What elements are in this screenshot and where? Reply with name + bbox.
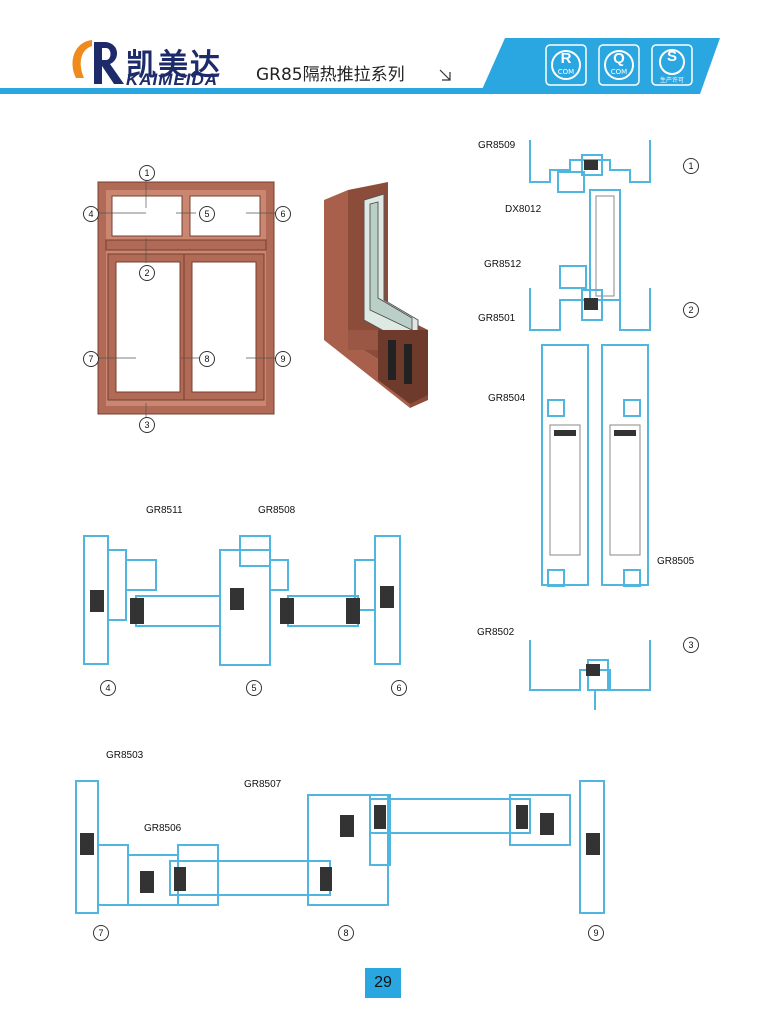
vertical-marker-1: 1 (683, 158, 699, 174)
marker-7: 7 (83, 351, 99, 367)
marker-6: 6 (275, 206, 291, 222)
profile-cutaway-render (324, 182, 428, 408)
marker-8: 8 (199, 351, 215, 367)
label-gr8501: GR8501 (478, 313, 516, 324)
transom-horizontal-section-drawing (83, 535, 401, 666)
window-elevation-drawing (96, 178, 276, 418)
s-license-icon (651, 44, 693, 86)
label-gr8512: GR8512 (484, 259, 522, 270)
marker-4: 4 (83, 206, 99, 222)
r-badge-sub: COM (557, 68, 575, 76)
section-marker-7: 7 (93, 925, 109, 941)
page-header: 凯美达 KAIMEIDA GR85隔热推拉系列 R COM Q COM S 生产… (0, 0, 768, 100)
q-badge-letter: Q (613, 50, 625, 67)
label-gr8502: GR8502 (477, 627, 515, 638)
marker-3: 3 (139, 417, 155, 433)
section-marker-9: 9 (588, 925, 604, 941)
label-gr8506: GR8506 (144, 823, 182, 834)
marker-2: 2 (139, 265, 155, 281)
brand-name-en: KAIMEIDA (126, 70, 219, 89)
vertical-section-drawing (529, 140, 651, 710)
section-marker-8: 8 (338, 925, 354, 941)
series-title: GR85隔热推拉系列 (256, 65, 405, 85)
r-com-badge: R COM (545, 44, 587, 86)
q-com-badge: Q COM (598, 44, 640, 86)
label-gr8504: GR8504 (488, 393, 526, 404)
marker-9: 9 (275, 351, 291, 367)
label-dx8012: DX8012 (505, 204, 542, 215)
label-gr8508: GR8508 (258, 505, 296, 516)
vertical-marker-2: 2 (683, 302, 699, 318)
label-gr8507: GR8507 (244, 779, 282, 790)
sash-horizontal-section-drawing (75, 780, 605, 914)
marker-5: 5 (199, 206, 215, 222)
q-badge-sub: COM (610, 68, 628, 76)
r-com-icon (545, 44, 587, 86)
label-gr8503: GR8503 (106, 750, 144, 761)
section-marker-5: 5 (246, 680, 262, 696)
page-number: 29 (365, 968, 401, 998)
q-com-icon (598, 44, 640, 86)
section-marker-6: 6 (391, 680, 407, 696)
marker-1: 1 (139, 165, 155, 181)
r-badge-letter: R (560, 50, 572, 67)
label-gr8509: GR8509 (478, 140, 516, 151)
label-gr8505: GR8505 (657, 556, 695, 567)
s-license-badge: S 生产许可 (651, 44, 693, 86)
s-badge-letter: S (666, 48, 677, 65)
kaimeida-logo-icon (72, 40, 124, 84)
vertical-marker-3: 3 (683, 637, 699, 653)
label-gr8511: GR8511 (146, 505, 183, 516)
s-badge-sub: 生产许可 (659, 77, 684, 84)
section-marker-4: 4 (100, 680, 116, 696)
brand-name-cn: 凯美达 (126, 48, 222, 83)
